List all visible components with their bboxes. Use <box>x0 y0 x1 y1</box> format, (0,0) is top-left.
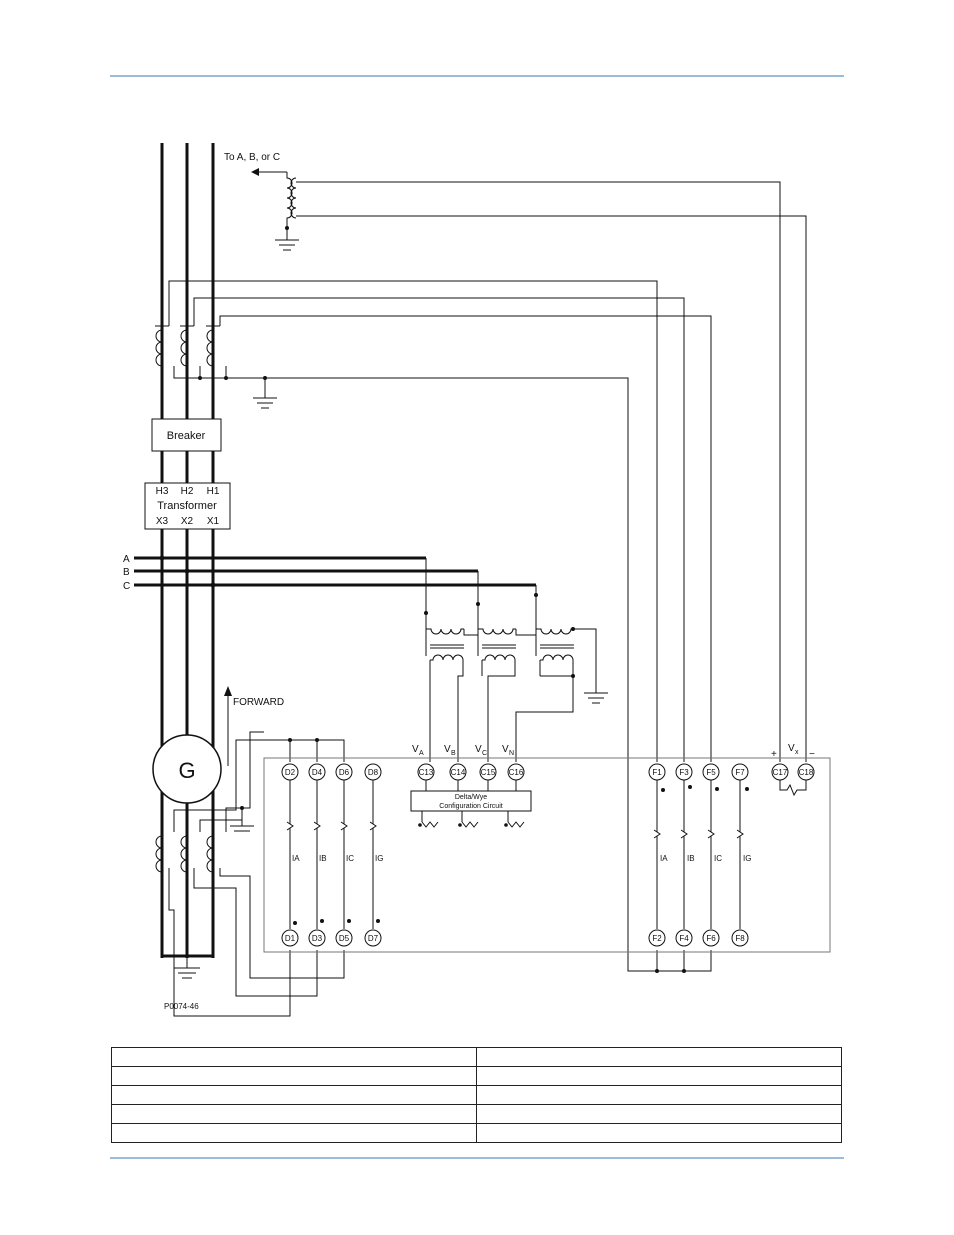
terminal-x1: X1 <box>207 516 220 527</box>
vx-plus: + <box>771 749 777 760</box>
label-vn: V <box>502 744 509 755</box>
terminal-c13: C13 <box>419 768 434 777</box>
table-cell <box>111 1066 477 1086</box>
f-terminals-bottom <box>648 929 749 947</box>
f-ct-label-ig: IG <box>743 854 751 863</box>
label-vb: V <box>444 744 451 755</box>
terminal-c17: C17 <box>773 768 788 777</box>
terminal-h3: H3 <box>156 486 169 497</box>
f-ct-label-ic: IC <box>714 854 722 863</box>
upper-current-transformers <box>155 280 712 973</box>
relay-boundary <box>263 757 831 953</box>
label-vb-sub: B <box>451 750 456 757</box>
label-va: V <box>412 744 419 755</box>
header-rule <box>110 75 844 77</box>
abc-buses <box>134 556 536 587</box>
d-terminals-bottom <box>281 929 382 947</box>
terminal-f5: F5 <box>706 768 716 777</box>
terminal-x3: X3 <box>156 516 169 527</box>
table-cell <box>476 1085 842 1105</box>
f-ct-elements <box>653 779 749 929</box>
legend-table <box>111 1047 842 1143</box>
terminal-f1: F1 <box>652 768 662 777</box>
d-ct-label-ic: IC <box>346 854 354 863</box>
table-row <box>111 1123 842 1143</box>
vx-source-label: To A, B, or C <box>224 152 280 163</box>
terminal-c18: C18 <box>799 768 814 777</box>
label-vx-sub: x <box>795 749 799 756</box>
table-cell <box>111 1123 477 1143</box>
terminal-f7: F7 <box>735 768 745 777</box>
table-cell <box>476 1104 842 1124</box>
breaker-box <box>151 418 222 452</box>
config-circuit-box <box>410 790 532 812</box>
table-cell <box>111 1085 477 1105</box>
label-vc-sub: C <box>482 750 487 757</box>
terminal-c15: C15 <box>481 768 496 777</box>
d-terminals-top <box>281 763 382 781</box>
d-ct-label-ig: IG <box>375 854 383 863</box>
bus-a-label: A <box>123 554 130 565</box>
terminal-c14: C14 <box>451 768 466 777</box>
table-cell <box>111 1104 477 1124</box>
bus-c-label: C <box>123 581 130 592</box>
config-line2: Configuration Circuit <box>439 803 502 810</box>
vt-bank <box>424 558 608 762</box>
terminal-h2: H2 <box>181 486 194 497</box>
terminal-f8: F8 <box>735 934 745 943</box>
d-ct-elements <box>286 779 380 929</box>
terminal-f2: F2 <box>652 934 662 943</box>
vx-minus: − <box>809 749 815 760</box>
d-ct-label-ia: IA <box>292 854 300 863</box>
config-line1: Delta/Wye <box>455 794 487 801</box>
voltage-terminals <box>417 763 525 791</box>
terminal-d5: D5 <box>339 934 350 943</box>
table-row <box>111 1047 842 1067</box>
footer-rule <box>110 1157 844 1159</box>
terminal-f3: F3 <box>679 768 689 777</box>
terminal-c16: C16 <box>509 768 524 777</box>
table-row <box>111 1085 842 1105</box>
bus-b-label: B <box>123 567 130 578</box>
terminal-f6: F6 <box>706 934 716 943</box>
label-vn-sub: N <box>509 750 514 757</box>
terminal-d6: D6 <box>339 768 350 777</box>
generator-circle <box>152 734 222 804</box>
f-terminals-top <box>648 763 749 781</box>
terminal-f4: F4 <box>679 934 689 943</box>
label-va-sub: A <box>419 750 424 757</box>
terminal-d8: D8 <box>368 768 379 777</box>
label-vx: V <box>788 743 795 754</box>
config-circuit-impedances <box>418 811 525 828</box>
f-ct-label-ib: IB <box>687 854 695 863</box>
terminal-h1: H1 <box>207 486 220 497</box>
vx-potential-transformer <box>251 168 807 762</box>
table-cell <box>476 1123 842 1143</box>
figure-id: P0074-46 <box>164 1002 199 1011</box>
table-row <box>111 1104 842 1124</box>
d-ct-label-ib: IB <box>319 854 327 863</box>
lower-current-transformers <box>155 731 345 1017</box>
terminal-d3: D3 <box>312 934 323 943</box>
generator-label: G <box>178 758 195 783</box>
table-cell <box>476 1066 842 1086</box>
terminal-x2: X2 <box>181 516 194 527</box>
vx-terminals <box>771 763 815 797</box>
f-ct-label-ia: IA <box>660 854 668 863</box>
terminal-d4: D4 <box>312 768 323 777</box>
terminal-d1: D1 <box>285 934 296 943</box>
breaker-label: Breaker <box>167 430 206 442</box>
transformer-title: Transformer <box>157 500 217 512</box>
main-conductors <box>160 143 215 958</box>
table-cell <box>476 1047 842 1067</box>
terminal-d7: D7 <box>368 934 379 943</box>
table-cell <box>111 1047 477 1067</box>
terminal-d2: D2 <box>285 768 296 777</box>
forward-label: FORWARD <box>233 697 284 708</box>
label-vc: V <box>475 744 482 755</box>
transformer-box <box>144 482 231 530</box>
table-row <box>111 1066 842 1086</box>
